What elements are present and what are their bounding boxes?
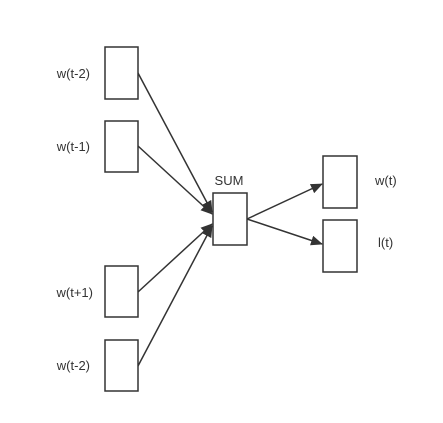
edge-sum-to-output-1 xyxy=(246,218,323,246)
output-node-1: l(t) xyxy=(322,219,393,273)
input-node-0: w(t-2) xyxy=(56,46,139,100)
input-label-0: w(t-2) xyxy=(56,66,90,81)
edge-sum-to-output-0 xyxy=(246,183,323,220)
input-node-2: w(t+1) xyxy=(56,265,139,318)
input-node-3: w(t-2) xyxy=(56,339,139,392)
input-label-2: w(t+1) xyxy=(56,285,93,300)
input-node-1: w(t-1) xyxy=(56,120,139,173)
sum-node: SUM xyxy=(212,173,248,246)
edge-input-2-to-sum xyxy=(137,223,213,293)
input-label-3: w(t-2) xyxy=(56,358,90,373)
edge-input-0-to-sum xyxy=(137,72,213,213)
output-label-0: w(t) xyxy=(374,173,397,188)
output-label-1: l(t) xyxy=(378,235,393,250)
input-label-1: w(t-1) xyxy=(56,139,90,154)
sum-label: SUM xyxy=(215,173,244,188)
edge-input-3-to-sum xyxy=(137,225,213,367)
edge-input-1-to-sum xyxy=(137,145,213,215)
output-node-0: w(t) xyxy=(322,155,397,209)
